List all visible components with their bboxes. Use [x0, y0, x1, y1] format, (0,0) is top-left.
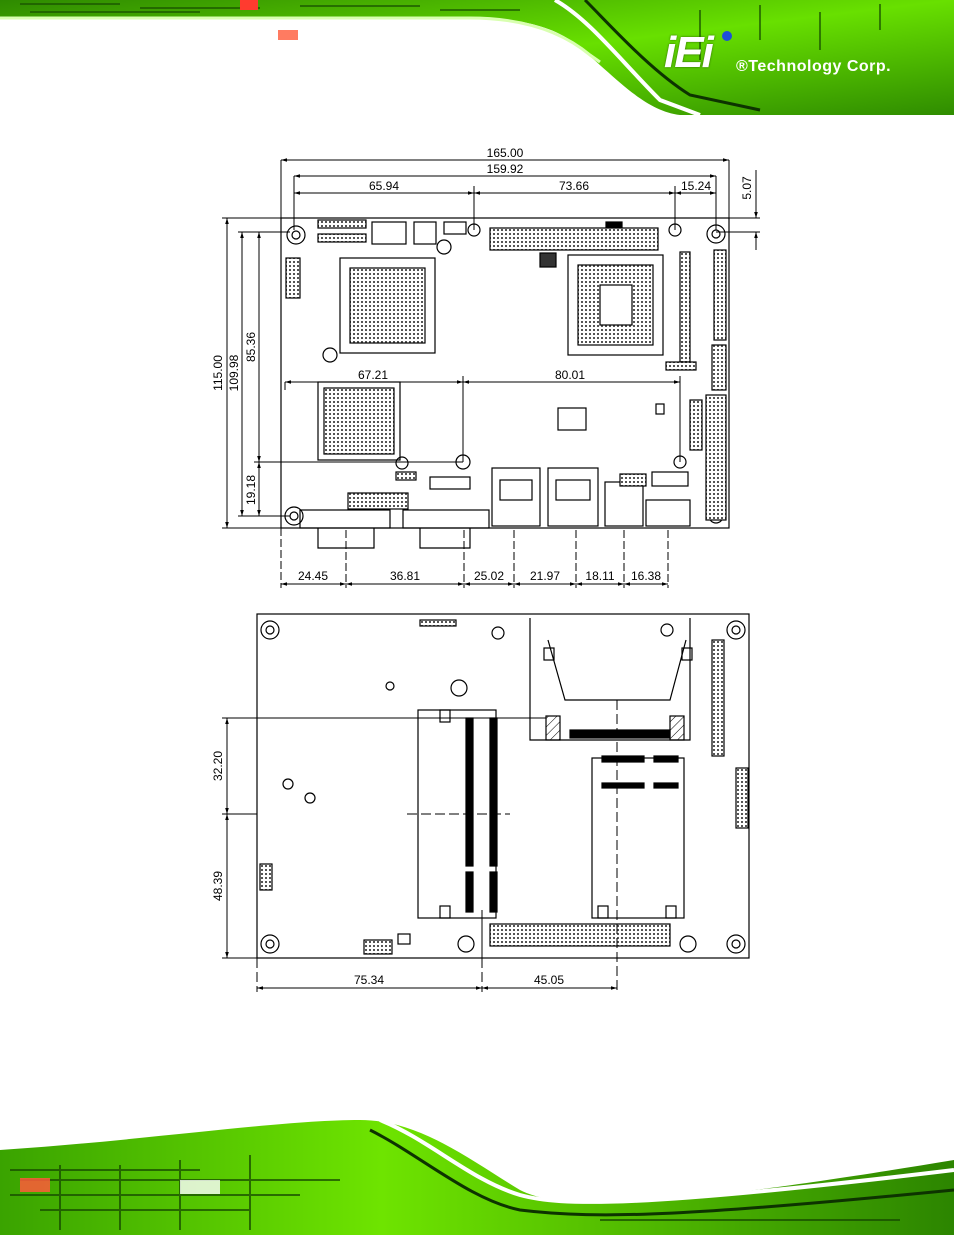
- company-name: ®Technology Corp.: [736, 58, 892, 75]
- dim-bottom-3: 25.02: [474, 569, 504, 583]
- mounting-hole-tl: [286, 225, 306, 245]
- bottom-view-board: [256, 613, 750, 959]
- io-connectors: [299, 467, 691, 549]
- mounting-hole-b-bl: [260, 934, 280, 954]
- mounting-hole-b-tr: [726, 620, 746, 640]
- company-logo: iEi ®Technology Corp.: [664, 28, 954, 83]
- dim-b-height-1: 32.20: [211, 751, 225, 781]
- dim-offset-507: 5.07: [740, 176, 754, 200]
- pcb-background-bottom: [0, 1120, 954, 1235]
- dim-bottom-6: 16.38: [631, 569, 661, 583]
- dim-b-width-1: 75.34: [354, 973, 384, 987]
- mounting-hole-b-tl: [260, 620, 280, 640]
- cpu-socket: [567, 254, 664, 356]
- dim-b-height-2: 48.39: [211, 871, 225, 901]
- dim-bottom-5: 18.11: [585, 569, 614, 583]
- dim-seg-67: 67.21: [358, 368, 388, 382]
- pcb-background-top: [0, 0, 954, 115]
- header-banner: iEi ®Technology Corp.: [0, 0, 954, 115]
- pin-header-bottom: [489, 923, 671, 947]
- logo-iei-text: iEi: [664, 28, 714, 77]
- dim-bottom-1: 24.45: [298, 569, 328, 583]
- chip-northbridge: [322, 239, 452, 363]
- dim-height-a: 109.98: [227, 354, 241, 391]
- dim-b-width-2: 45.05: [534, 973, 564, 987]
- top-view-dimension-lines: [222, 158, 760, 588]
- mounting-hole-b-br: [726, 934, 746, 954]
- dim-seg-15: 15.24: [681, 179, 711, 193]
- dim-height-c: 19.18: [244, 475, 258, 505]
- top-view-board: [280, 217, 730, 549]
- dim-height-b: 85.36: [244, 332, 258, 362]
- dim-width-total: 165.00: [487, 146, 524, 160]
- dim-bottom-2: 36.81: [390, 569, 420, 583]
- dim-seg-65: 65.94: [369, 179, 399, 193]
- minipcie-slot: [591, 755, 685, 919]
- dim-height-total: 115.00: [211, 355, 225, 391]
- dim-seg-73: 73.66: [559, 179, 589, 193]
- dim-width-a: 159.92: [487, 162, 524, 176]
- bottom-view-dimension-labels: 32.20 48.39 75.34 45.05: [211, 751, 564, 987]
- pin-header-top: [489, 227, 659, 251]
- cf-card-slot: [529, 618, 693, 741]
- logo-dot-icon: [722, 31, 732, 41]
- bottom-view-dimension-lines: [222, 700, 618, 992]
- chip-southbridge: [317, 381, 409, 470]
- top-view-dimension-labels: 165.00 159.92 65.94 73.66 15.24 5.07 115…: [211, 146, 754, 583]
- footer-banner: [0, 1120, 954, 1235]
- dim-bottom-4: 21.97: [530, 569, 560, 583]
- dim-seg-80: 80.01: [555, 368, 585, 382]
